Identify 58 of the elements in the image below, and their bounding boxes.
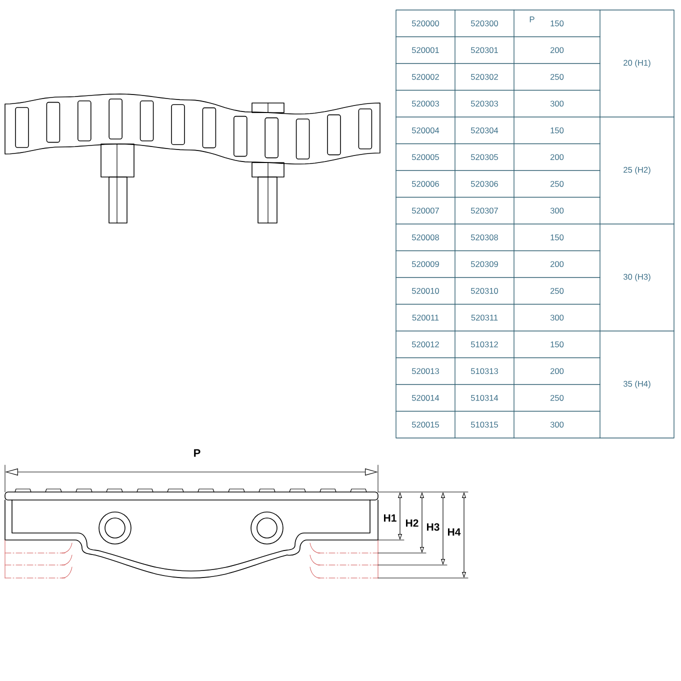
table-cell-text: 520005 [412, 154, 439, 160]
table-cell-text: 520306 [470, 180, 498, 187]
table-cell-text: 520305 [470, 154, 498, 160]
table-cell-text: 520307 [470, 208, 498, 214]
table-cell-text: 520011 [412, 314, 439, 321]
table-cell-text: 25 (H2) [624, 166, 650, 174]
table-cell-text: 35 (H4) [623, 380, 650, 388]
table-cell-text: 300 [550, 314, 564, 321]
table-cell-text: 200 [550, 368, 564, 374]
table-cell-text: 520007 [412, 208, 439, 214]
table-cell-text: 520310 [470, 288, 498, 294]
table-cell-text: 520003 [412, 100, 439, 107]
table-cell-text: 150 [550, 341, 564, 348]
table-cell-text: 520300 [470, 20, 498, 26]
table-cell-text: 520013 [412, 368, 439, 374]
table-cell-text: 520012 [412, 341, 439, 348]
table-cell-text: 520311 [471, 314, 498, 321]
table-cell-text: 300 [550, 100, 564, 107]
table-cell-text: 250 [550, 288, 564, 294]
table-cell-text: 520008 [412, 234, 439, 240]
table-cell-text: 520000 [412, 20, 440, 26]
table-cell-text: 510314 [470, 394, 498, 401]
table-cell-text: 520009 [412, 261, 439, 268]
table-cell-text: 250 [550, 394, 564, 401]
table-cell-text: 150 [550, 20, 564, 26]
table-cell-text: 20 (H1) [624, 60, 650, 68]
table-cell-text: 150 [550, 234, 564, 240]
table-cell-text: 250 [550, 180, 564, 187]
table-cell-text: 520010 [412, 288, 440, 294]
table-cell-text: 520308 [470, 234, 498, 240]
table-cell-text: 520015 [412, 422, 439, 428]
table-cell-text: 250 [550, 74, 564, 80]
table-cell-text: 520302 [470, 74, 498, 80]
table-cell-text: 520004 [412, 127, 440, 134]
table-cell-text: 520304 [470, 127, 498, 134]
table-cell-text: 150 [550, 127, 564, 134]
table-cell-text: 200 [550, 261, 564, 268]
dimension-label: H1 [382, 513, 398, 523]
dimension-label: P [194, 449, 200, 457]
dimension-label: H3 [425, 522, 441, 532]
table-cell-text: 510313 [470, 368, 498, 374]
table-cell-text: 520303 [470, 100, 498, 107]
table-cell-text: 30 (H3) [623, 274, 650, 282]
table-cell-text: 300 [550, 422, 564, 428]
dimension-label: H4 [446, 527, 462, 537]
table-cell-text: 520001 [412, 47, 439, 54]
table-cell-text: 520006 [412, 180, 439, 187]
table-cell-text: 200 [550, 47, 564, 54]
table-cell-text: 510312 [470, 341, 498, 348]
table-cell-text: 300 [550, 208, 564, 214]
table-cell-text: 520301 [470, 47, 498, 54]
table-cell-text: 520309 [470, 261, 498, 268]
table-cell-text: 510315 [470, 422, 498, 428]
table-cell-text: 200 [550, 154, 564, 160]
dimension-label: H2 [404, 518, 420, 528]
table-cell-text: P [530, 16, 534, 22]
table-cell-text: 520002 [412, 74, 439, 80]
table-cell-text: 520014 [412, 394, 440, 401]
